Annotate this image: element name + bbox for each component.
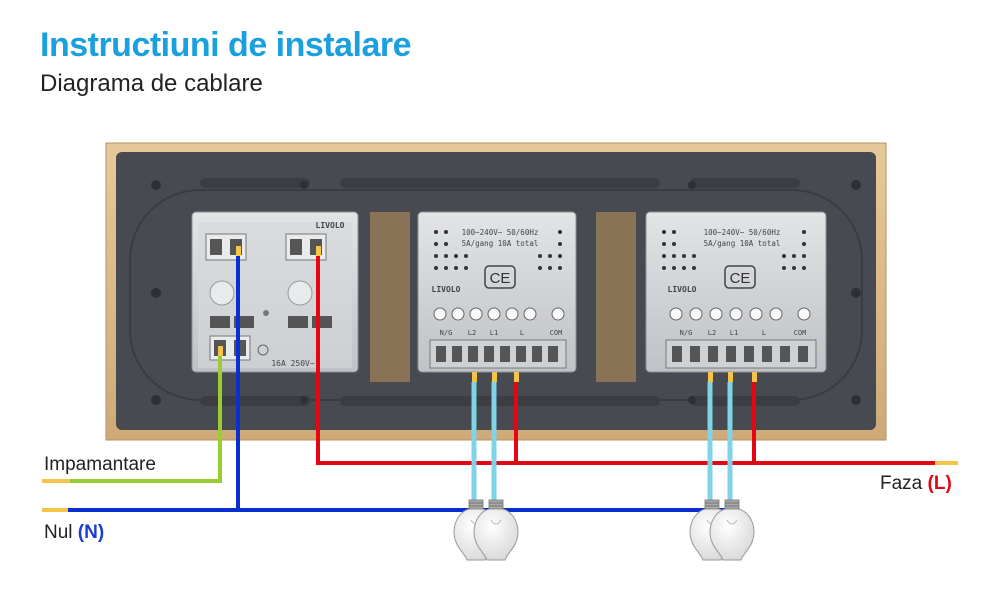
switch2-rating-line1: 100~240V~ 50/60Hz bbox=[704, 228, 781, 237]
phase-code: (L) bbox=[927, 473, 952, 494]
ce-mark-icon bbox=[484, 265, 516, 289]
switch1-terminal-ng: N/G bbox=[440, 329, 453, 337]
page-title: Instructiuni de instalare bbox=[40, 26, 412, 64]
switch2-terminal-l1: L1 bbox=[730, 329, 738, 337]
ce-mark-icon bbox=[724, 265, 756, 289]
socket-brand: LIVOLO bbox=[316, 221, 345, 230]
switch1-rating-line1: 100~240V~ 50/60Hz bbox=[462, 228, 539, 237]
switch1-terminal-l1: L1 bbox=[490, 329, 498, 337]
socket-module: LIVOLO 16A 250V~ bbox=[191, 211, 359, 373]
neutral-label-text: Nul bbox=[44, 522, 78, 543]
switch2-brand: LIVOLO bbox=[668, 285, 697, 294]
page-subtitle: Diagrama de cablare bbox=[40, 70, 263, 97]
ground-label: Impamantare bbox=[44, 454, 156, 475]
switch1-rating-line2: 5A/gang 10A total bbox=[462, 239, 539, 248]
switch2-rating-line2: 5A/gang 10A total bbox=[704, 239, 781, 248]
switch2-ce: CE bbox=[730, 270, 751, 287]
switch1-ce: CE bbox=[490, 270, 511, 287]
neutral-code: (N) bbox=[77, 522, 105, 543]
neutral-label: Nul (N) bbox=[44, 522, 104, 544]
switch2-terminal-l: L bbox=[762, 329, 766, 337]
phase-label: Faza (L) bbox=[880, 473, 952, 495]
switch1-terminal-l2: L2 bbox=[468, 329, 476, 337]
switch1-terminal-l: L bbox=[520, 329, 524, 337]
switch-module-1: 100~240V~ 50/60Hz 5A/gang 10A total CE L… bbox=[417, 211, 577, 373]
switch1-terminal-com: COM bbox=[550, 329, 563, 337]
load-wires bbox=[471, 382, 733, 500]
switch2-terminal-l2: L2 bbox=[708, 329, 716, 337]
socket-rating: 16A 250V~ bbox=[271, 359, 315, 368]
switch1-brand: LIVOLO bbox=[432, 285, 461, 294]
switch2-terminal-ng: N/G bbox=[680, 329, 693, 337]
switch-module-2: 100~240V~ 50/60Hz 5A/gang 10A total CE L… bbox=[645, 211, 827, 373]
switch2-terminal-com: COM bbox=[794, 329, 807, 337]
ground-wire bbox=[42, 350, 222, 483]
phase-label-text: Faza bbox=[880, 473, 928, 494]
neutral-wire bbox=[42, 250, 730, 512]
